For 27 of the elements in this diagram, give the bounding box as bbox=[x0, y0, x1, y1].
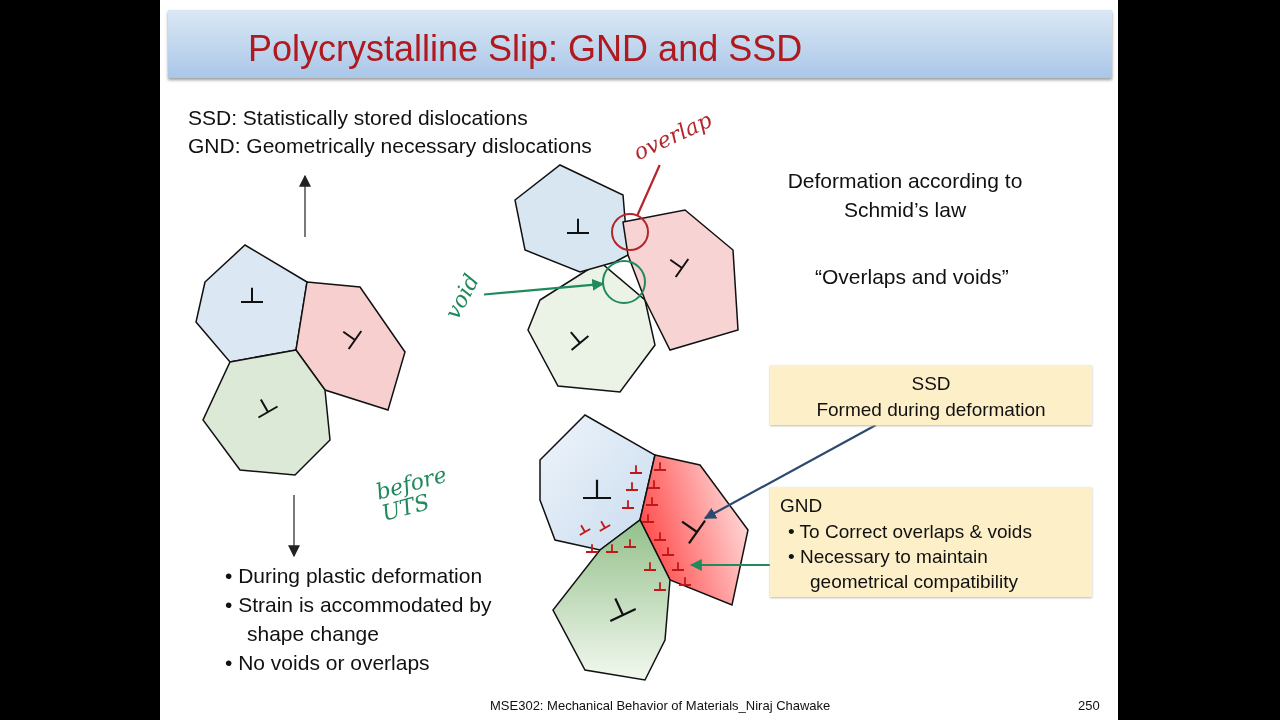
dislocation-symbol bbox=[681, 519, 707, 545]
box-heading: GND bbox=[780, 494, 823, 518]
text-line: GND: Geometrically necessary dislocations bbox=[188, 133, 592, 159]
slide-title: Polycrystalline Slip: GND and SSD bbox=[248, 28, 803, 70]
bullet-item: • Necessary to maintain geometrical compatibility bbox=[788, 545, 1020, 594]
bullet-item: • Strain is accommodated by shape change bbox=[225, 592, 493, 647]
box-text: Formed during deformation bbox=[815, 398, 1047, 422]
arrow bbox=[703, 424, 877, 520]
arrow bbox=[689, 559, 770, 571]
page-number: 250 bbox=[1078, 698, 1100, 714]
text-box bbox=[770, 365, 1092, 425]
leader-line bbox=[636, 164, 661, 216]
box-heading: SSD bbox=[910, 372, 952, 396]
bullet-item: • During plastic deformation bbox=[225, 563, 484, 589]
text-line: “Overlaps and voids” bbox=[815, 264, 1009, 290]
bullet-item: • To Correct overlaps & voids bbox=[788, 520, 1033, 544]
text-line: SSD: Statistically stored dislocations bbox=[188, 105, 528, 131]
handwritten-note: void bbox=[439, 269, 484, 323]
handwritten-note: before UTS bbox=[373, 460, 451, 525]
arrow bbox=[483, 278, 605, 296]
footer-text: MSE302: Mechanical Behavior of Materials_Niraj Chawake bbox=[490, 698, 831, 714]
circle-mark bbox=[611, 213, 649, 251]
bullet-item: • No voids or overlaps bbox=[225, 650, 431, 676]
text-box bbox=[770, 487, 1092, 597]
text-line: Deformation according to Schmid’s law bbox=[786, 168, 1024, 223]
dislocation-wall bbox=[578, 461, 692, 591]
circle-mark bbox=[602, 260, 646, 304]
